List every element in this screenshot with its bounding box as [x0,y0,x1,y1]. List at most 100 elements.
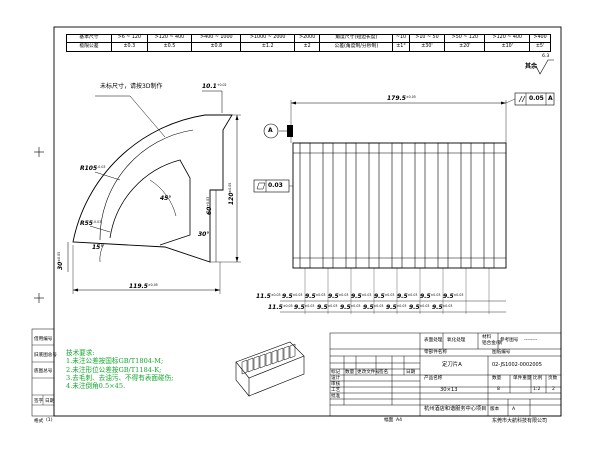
tolerance-row-values: 极限公差 ±0.3 ±0.5 ±0.8 ±1.2 ±2 公差(角度制/分秒制) … [66,42,551,52]
slot [391,142,403,269]
process-value: 氧化处理 [447,338,466,343]
slot [322,142,334,269]
sheet-size-value: A4 [396,418,403,423]
spacing-dim: 9.5±0.03 [374,293,395,300]
qty-value: 8 [497,387,500,392]
spacing-dim: 9.5±0.03 [443,293,464,300]
flatness-tol: 0.03 [268,182,283,189]
dim-bottom-left: 119.5±0.05 [129,283,158,290]
side-label: 旧底图总号 [34,353,57,358]
technical-notes: 技术要求: 1.未注公差按国标GB/T1804-M; 2.未注形位公差按GB/T… [66,349,173,390]
dim-value: 120 [228,192,235,205]
roughness-symbol [535,59,554,75]
spec: 30×13 [440,387,458,393]
right-view [253,92,555,314]
roughness-value: 6.3 [542,54,550,59]
qty-label: 数量 [492,376,502,381]
iso-tooth [253,355,260,371]
spacing-dim: 11.5±0.03 [268,304,293,311]
part-name-label: 零部件名称 [424,350,447,355]
view-note: 未标尺寸，请按3D制作 [100,83,163,90]
drawing-no-label: 图纸编号 [492,350,511,355]
iso-tooth [283,345,290,361]
angle-main: 45° [160,195,172,202]
table-cell: ±0.8 [191,42,242,52]
dim-value: 119.5 [129,283,148,290]
role-label: 审核 [331,382,341,387]
isometric-preview [235,341,305,397]
dim-value: R55 [80,220,93,227]
dim-tol: ±0.05 [405,95,416,99]
slot [345,142,357,269]
note-line: 3.去毛刺、去油污、不得有表面碰伤; [66,373,174,382]
drawing-no: 02-JS1002-0002005 [492,362,542,368]
format-value: (1) [46,418,53,423]
left-view [67,90,241,294]
dim-r-inner: R55-0.03 [80,220,102,227]
slot [368,142,380,269]
table-cell: ±1° [392,42,410,52]
iso-tooth [259,353,266,369]
side-label: 借用编号 [34,337,53,342]
dim-tol: ±0.03 [419,304,430,308]
datum-marker [263,123,279,139]
dim-tol: ±0.03 [338,293,349,297]
spacing-dim: 9.5±0.03 [386,304,407,311]
role-label: 设计 [331,376,341,381]
material-value: 铝合金/钢 [482,341,502,346]
dim-tol: ±0.03 [430,293,441,297]
spacing-dim: 9.5±0.03 [432,304,453,311]
angle-30: 30° [198,231,210,238]
dim-tol: -0.03 [92,220,102,224]
rev-header: 日期 [406,370,416,375]
spacing-dim: 9.5±0.03 [317,304,338,311]
side-label: 日期 [45,399,55,404]
material-label: 材料 [482,335,492,340]
dim-tol: ±0.03 [292,293,303,297]
dim-tol: +0.02 [216,83,227,87]
slot [414,142,426,269]
ref-label: 参考图号 [500,338,519,343]
iso-tooth [289,343,296,359]
iso-tooth [277,347,284,363]
tolerance-table: 基本尺寸 >6 ~ 120 >120 ~ 400 >400 ~ 1000 >10… [66,33,551,52]
rev-header: 标记 [331,370,341,375]
scale-label: 比例 [533,376,543,381]
dim-value: R105 [80,165,98,172]
spacing-dim: 9.5±0.03 [397,293,418,300]
dim-tol: ±0.03 [282,304,293,308]
table-cell: ±2 [294,42,321,52]
dim-tol: ±0.05 [228,182,232,193]
spacing-dim: 9.5±0.03 [294,304,315,311]
dim-tol: ±0.03 [384,293,395,297]
dim-60: 60+0.03 [206,196,213,215]
dim-tol: +0.03 [206,196,210,207]
side-label: 签字 [34,399,44,404]
dim-tol: -0.03 [97,165,106,169]
dim-value: 10.1 [202,83,217,90]
part-name: 定刀片A [442,362,462,368]
process-label: 表面处理 [424,338,443,343]
rev-header: 更改文件号 [357,370,380,375]
dim-value: 179.5 [387,95,406,102]
parallel-ref: A [548,95,553,102]
table-cell: 极限公差 [66,42,112,52]
slot [437,142,449,269]
role-label: 批准 [331,394,341,399]
angle-low: 15° [92,244,104,251]
dim-tol: ±0.05 [57,251,61,262]
format-label: 格式 [34,419,44,424]
datum-label: A [268,127,273,134]
side-label: 底图总号 [34,369,53,374]
note-line: 4.未注倒角0.5×45. [66,382,126,391]
spacing-dim: 9.5±0.03 [282,293,303,300]
slot [460,142,472,269]
table-cell: ±20' [444,42,486,52]
spacing-dim: 9.5±0.03 [409,304,430,311]
dim-tol: ±0.05 [147,283,158,287]
scale-value: 1:2 [533,387,541,392]
company: 杭州酒店和谐服务中心项目 [424,406,487,412]
parallel-tol: 0.05 [529,95,544,102]
sheet-size-label: 幅面 [384,418,394,423]
